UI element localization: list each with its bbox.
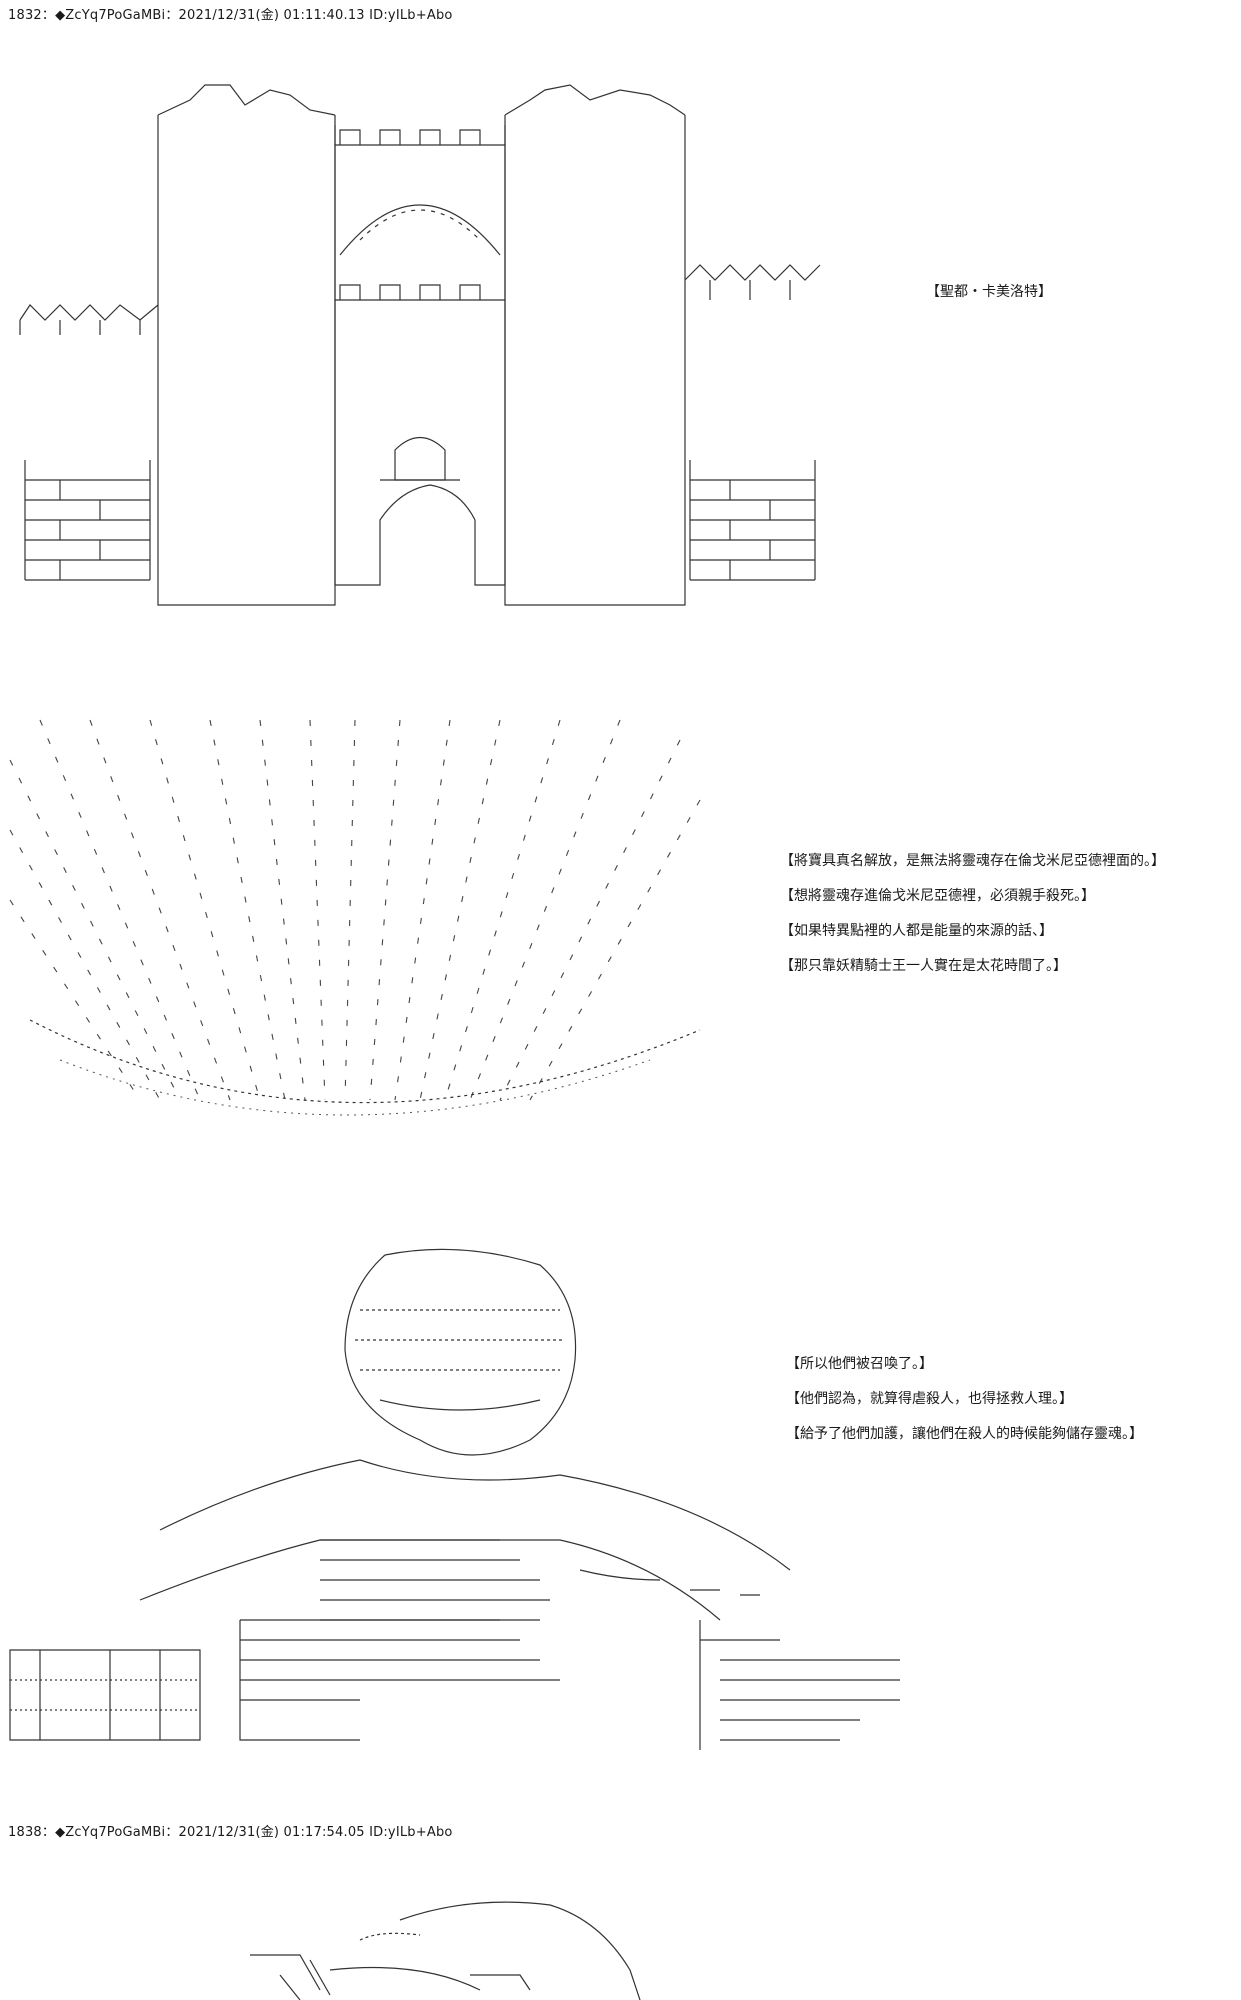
caption-line: 【如果特異點裡的人都是能量的來源的話、】 [780,923,1053,939]
caption-group-1: 【聖都・卡美洛特】 [926,285,1052,299]
post-header: 1838：◆ZcYq7PoGaMBi：2021/12/31(金) 01:17:5… [8,1825,453,1840]
castle-gate-art [19,84,821,606]
caption-line: 【他們認為，就算得虐殺人，也得拯救人理。】 [786,1391,1073,1407]
caption-line: 【給予了他們加護，讓他們在殺人的時候能夠儲存靈魂。】 [786,1426,1143,1442]
post-header: 1832：◆ZcYq7PoGaMBi：2021/12/31(金) 01:11:4… [8,8,453,23]
caption-line: 【那只靠妖精騎士王一人實在是太花時間了。】 [780,958,1067,974]
caption-group-2: 【將寶具真名解放，是無法將靈魂存在倫戈米尼亞德裡面的。】 【想將靈魂存進倫戈米尼… [780,854,1165,973]
knight-figure-art [9,1248,900,1750]
caption-group-3: 【所以他們被召喚了。】 【他們認為，就算得虐殺人，也得拯救人理。】 【給予了他們… [786,1357,1143,1441]
caption-line: 【聖都・卡美洛特】 [926,284,1052,300]
caption-line: 【將寶具真名解放，是無法將靈魂存在倫戈米尼亞德裡面的。】 [780,853,1165,869]
next-figure-art [250,1901,641,2000]
caption-line: 【所以他們被召喚了。】 [786,1356,933,1372]
light-rays-art [9,719,701,1116]
caption-line: 【想將靈魂存進倫戈米尼亞德裡，必須親手殺死。】 [780,888,1095,904]
